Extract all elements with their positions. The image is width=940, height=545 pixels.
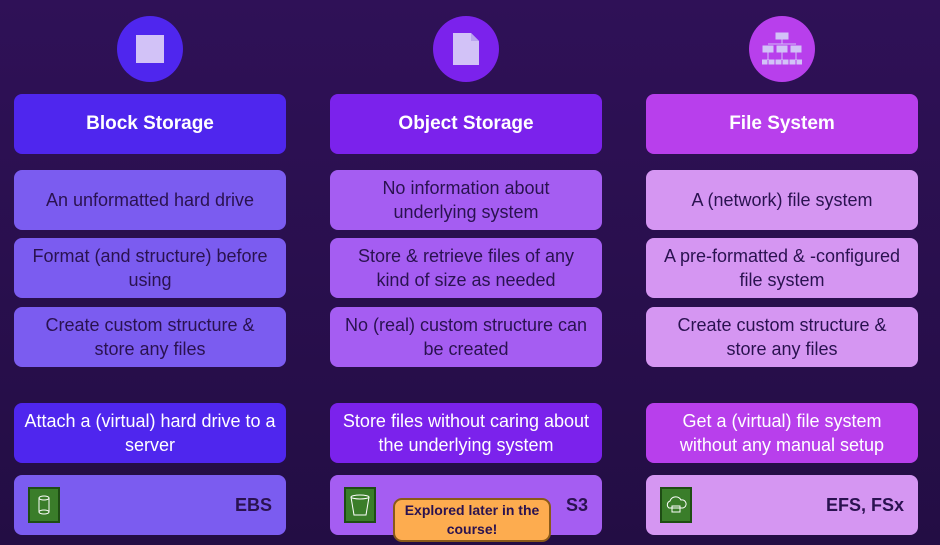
service-name: EBS: [234, 495, 272, 515]
feature-point: Create custom structure & store any file…: [14, 307, 286, 367]
column-header: Block Storage: [14, 94, 286, 154]
feature-point: Format (and structure) before using: [14, 238, 286, 298]
service-name: EFS, FSx: [825, 495, 904, 515]
feature-point: No information about underlying system: [330, 170, 602, 230]
use-case: Attach a (virtual) hard drive to a serve…: [14, 403, 286, 463]
feature-point: A pre-formatted & -configured file syste…: [646, 238, 918, 298]
cylinder-icon: [28, 487, 60, 523]
aws-service: EFS, FSx: [646, 475, 918, 535]
column-header: Object Storage: [330, 94, 602, 154]
explored-later-badge: Explored later in the course!: [393, 498, 551, 542]
cloud-folder-icon: [660, 487, 692, 523]
feature-point: No (real) custom structure can be create…: [330, 307, 602, 367]
feature-point: Store & retrieve files of any kind of si…: [330, 238, 602, 298]
feature-point: An unformatted hard drive: [14, 170, 286, 230]
square-icon: [117, 16, 183, 82]
feature-point: A (network) file system: [646, 170, 918, 230]
use-case: Store files without caring about the und…: [330, 403, 602, 463]
bucket-icon: [344, 487, 376, 523]
aws-service: EBS: [14, 475, 286, 535]
file-icon: [433, 16, 499, 82]
use-case: Get a (virtual) file system without any …: [646, 403, 918, 463]
column-header: File System: [646, 94, 918, 154]
hierarchy-icon: [749, 16, 815, 82]
feature-point: Create custom structure & store any file…: [646, 307, 918, 367]
service-name: S3: [565, 495, 588, 515]
